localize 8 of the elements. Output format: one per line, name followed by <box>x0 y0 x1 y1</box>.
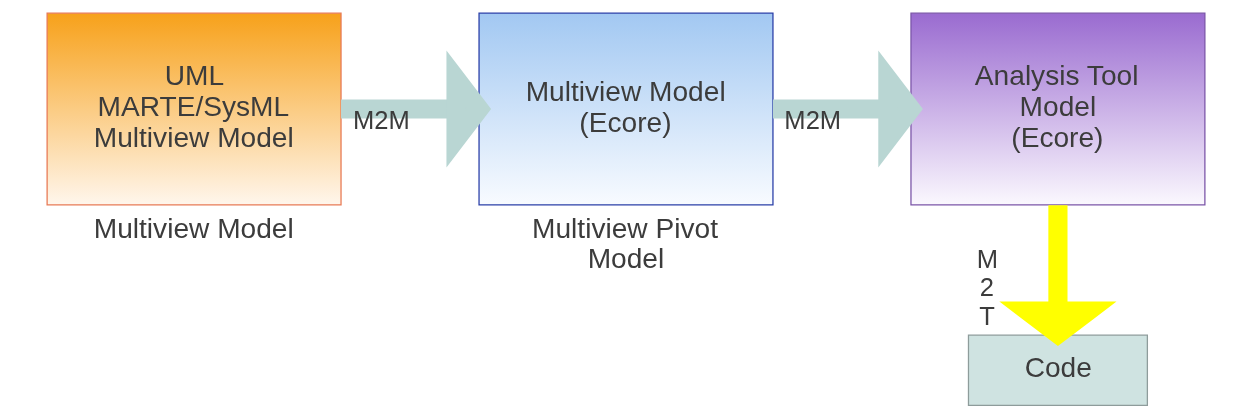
arrow <box>998 205 1117 347</box>
node-label: Multiview Pivot Model <box>531 212 718 275</box>
arrow <box>340 50 491 168</box>
node-label: Multiview Model <box>93 212 294 244</box>
arrow <box>772 50 923 168</box>
edge-label: M2M <box>352 106 410 135</box>
edge-label: M2M <box>783 106 841 135</box>
edge-label: M 2 T <box>976 245 998 330</box>
